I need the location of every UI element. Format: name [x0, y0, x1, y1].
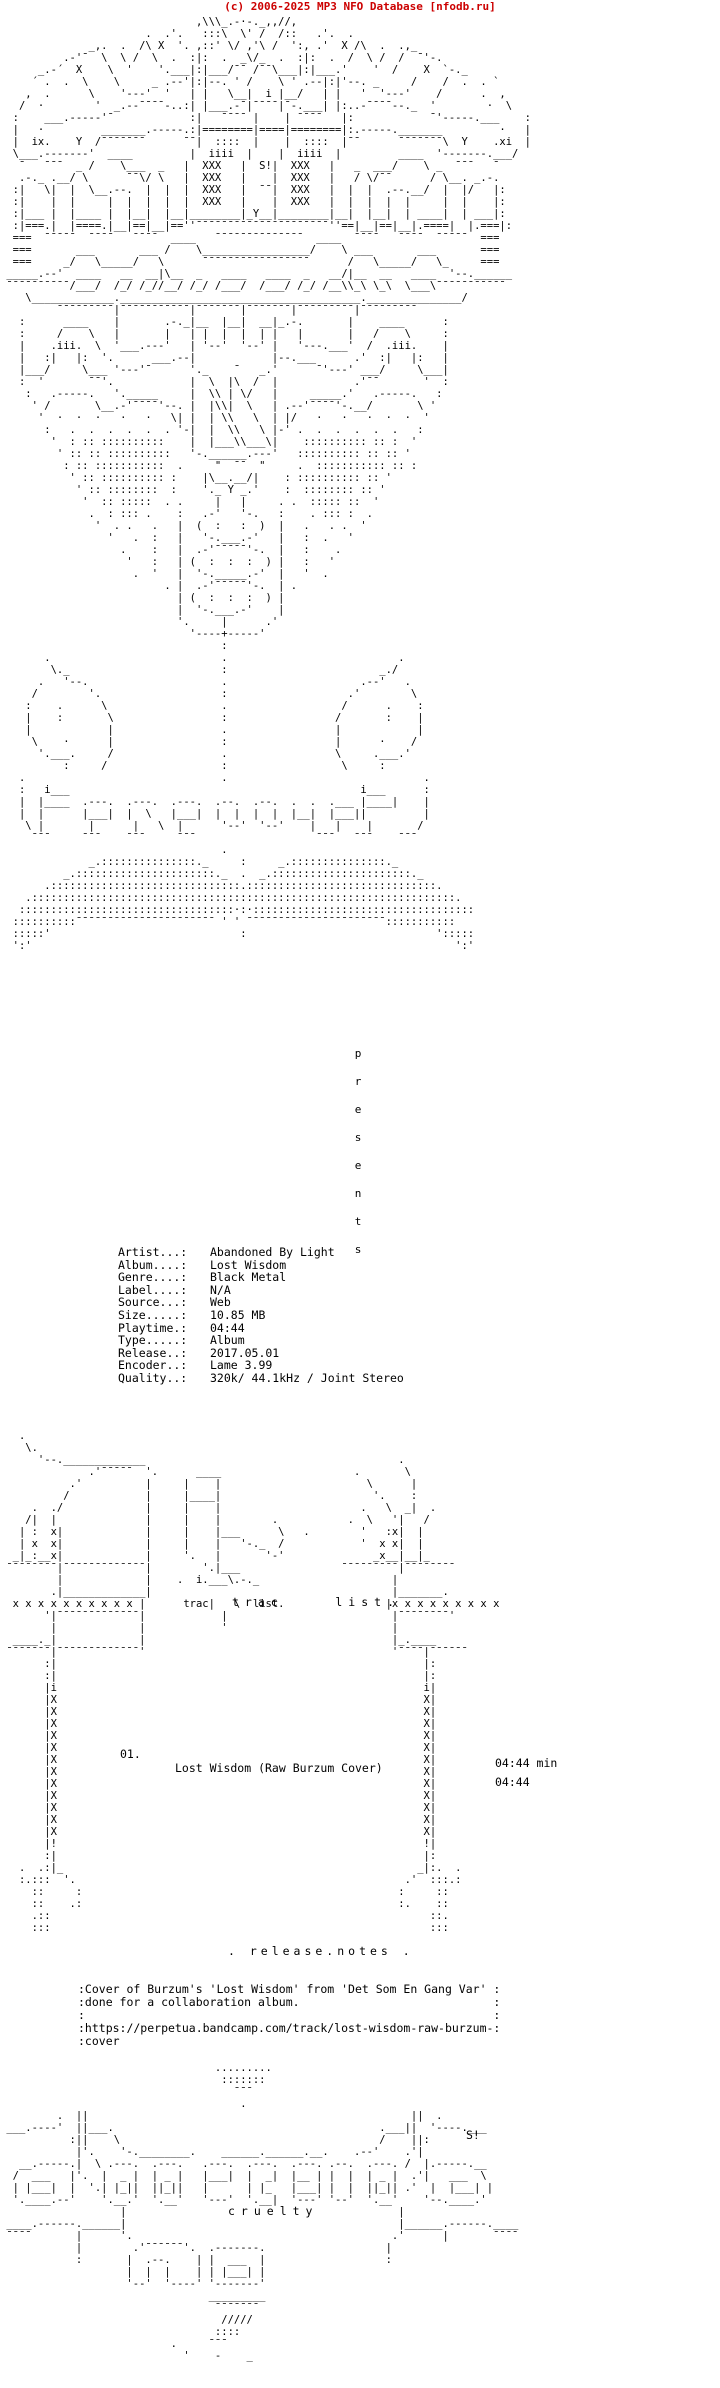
notes-line: : : [78, 2008, 501, 2022]
footer-label: cruelty [228, 2204, 319, 2218]
info-row-label: Label....:N/A [118, 1282, 231, 1297]
notes-line: :cover [78, 2034, 120, 2048]
info-row-source: Source...:Web [118, 1295, 231, 1310]
presents-vertical: p r e s e n t s [352, 1040, 364, 1264]
presents-letter: e [354, 1103, 362, 1116]
presents-letter: e [354, 1159, 362, 1172]
info-row-type: Type.....:Album [118, 1333, 245, 1348]
notes-line: :done for a collaboration album. : [78, 1995, 501, 2009]
info-row-album: Album....:Lost Wisdom [118, 1257, 287, 1272]
notes-line: :https://perpetua.bandcamp.com/track/los… [78, 2021, 501, 2035]
total-playtime: 04:44 min [495, 1756, 558, 1770]
track-number: 01. [120, 1747, 141, 1761]
ascii-art-top: ,\\\_.-·-._,,//, . .'. :::\ \' / /:: .'.… [6, 16, 532, 952]
track-title: Lost Wisdom (Raw Burzum Cover) [175, 1761, 383, 1775]
info-row-artist: Artist...:Abandoned By Light [118, 1245, 335, 1259]
release-notes: :Cover of Burzum's 'Lost Wisdom' from 'D… [78, 1983, 598, 2048]
presents-letter: n [354, 1187, 362, 1200]
info-row-quality: Quality..:320k/ 44.1kHz / Joint Stereo [118, 1370, 404, 1385]
release-notes-label: . release.notes . [228, 1944, 414, 1958]
track-time: 04:44 [495, 1775, 530, 1789]
presents-letter: s [354, 1243, 362, 1256]
info-row-size: Size.....:10.85 MB [118, 1307, 266, 1322]
ascii-art-middle: . \. '--._____________ . .'¯¯¯¯¯ '. ____… [6, 1430, 500, 1934]
release-info: Artist...:Abandoned By Light Album....:L… [118, 1246, 404, 1385]
info-row-encoder: Encoder..:Lame 3.99 [118, 1358, 273, 1373]
copyright-header: (c) 2006-2025 MP3 NFO Database [nfodb.ru… [224, 0, 496, 13]
presents-letter: t [354, 1215, 362, 1228]
track-row: 01. Lost Wisdom (Raw Burzum Cover) 04:44 [120, 1733, 620, 1803]
presents-letter: p [354, 1047, 362, 1060]
tracklist-label: trac list. [232, 1595, 401, 1609]
info-row-genre: Genre....:Black Metal [118, 1270, 287, 1285]
ascii-art-bottom: ......... ::::::: ¯¯¯ . . || | [6, 2062, 519, 2362]
presents-letter: r [354, 1075, 362, 1088]
info-row-release: Release..:2017.05.01 [118, 1345, 280, 1360]
info-row-playtime: Playtime.:04:44 [118, 1320, 245, 1335]
notes-line: :Cover of Burzum's 'Lost Wisdom' from 'D… [78, 1982, 501, 1996]
footer-mark: S! [466, 2128, 480, 2142]
presents-letter: s [354, 1131, 362, 1144]
